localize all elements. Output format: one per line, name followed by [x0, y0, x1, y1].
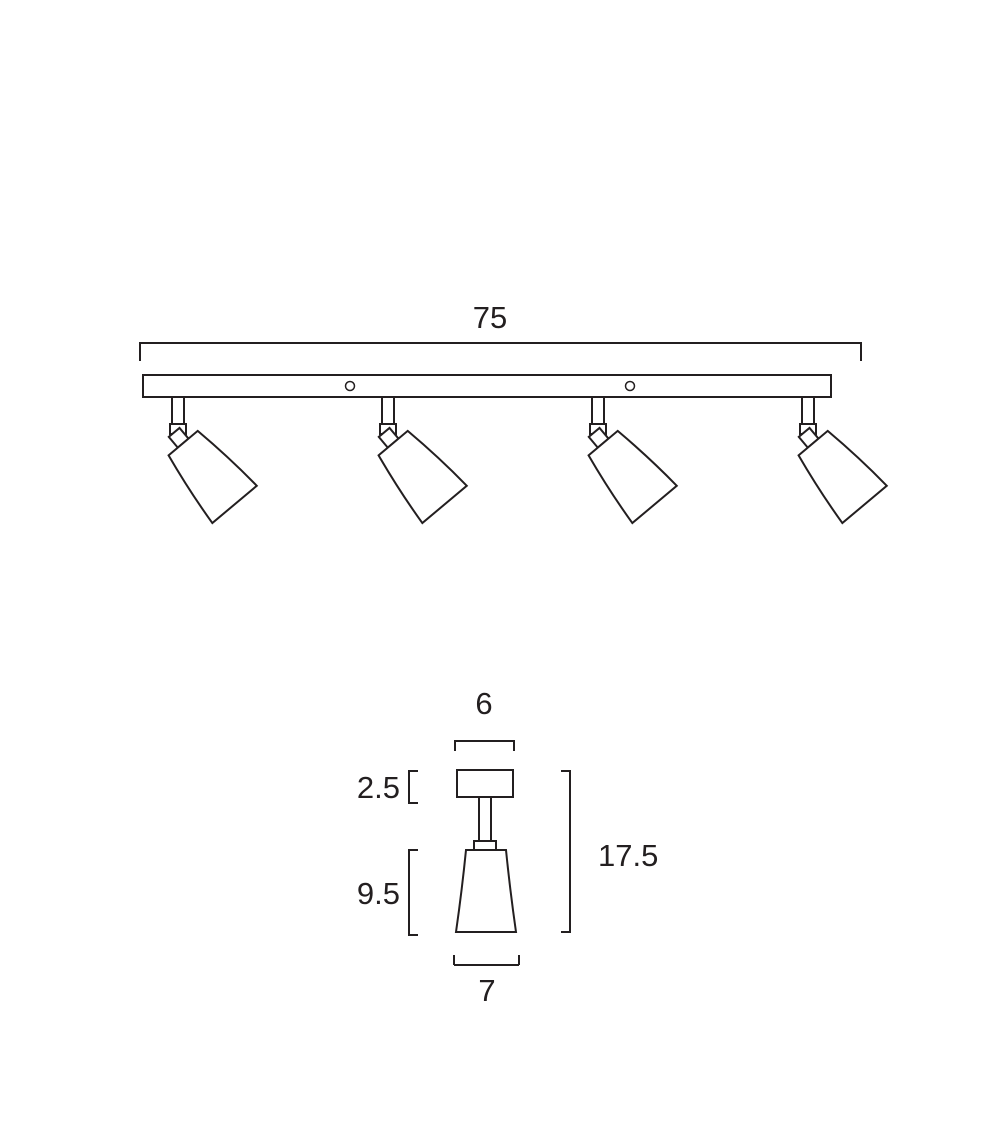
canopy-width-dimension: 6: [454, 686, 515, 751]
shade-width-dimension-line: [453, 955, 520, 966]
canopy-width-label: 6: [475, 686, 492, 721]
detail-canopy: [456, 769, 514, 798]
bar-length-dimension: 75: [139, 300, 862, 361]
spotlight-1: [150, 396, 258, 525]
spotlight-detail: [454, 769, 518, 933]
canopy-height-dimension: 2.5: [357, 770, 418, 805]
shade-height-label: 9.5: [357, 876, 400, 911]
bar-length-label: 75: [473, 300, 507, 335]
canopy-width-dimension-line: [454, 740, 515, 751]
mounting-bar: [142, 374, 832, 398]
bar-length-dimension-line: [139, 342, 862, 361]
detail-shade: [454, 849, 518, 933]
shade-height-dimension-line: [408, 849, 418, 936]
canopy-height-label: 2.5: [357, 770, 400, 805]
screw-hole-right: [624, 380, 636, 392]
total-height-dimension-line: [561, 770, 571, 933]
detail-pivot: [473, 840, 497, 851]
top-view: 75: [139, 300, 888, 525]
shade-width-dimension: 7: [453, 955, 520, 1008]
spotlight-2: [360, 396, 468, 525]
total-height-label: 17.5: [598, 838, 658, 873]
total-height-dimension: 17.5: [561, 770, 658, 933]
detail-view: 6 2.5 9.5 17.5 7: [357, 686, 658, 1008]
spotlight-3: [570, 396, 678, 525]
shade-height-dimension: 9.5: [357, 849, 418, 936]
shade-width-label: 7: [478, 973, 495, 1008]
canopy-height-dimension-line: [408, 770, 418, 804]
detail-stem: [478, 796, 492, 842]
screw-hole-left: [344, 380, 356, 392]
spotlight-4: [780, 396, 888, 525]
